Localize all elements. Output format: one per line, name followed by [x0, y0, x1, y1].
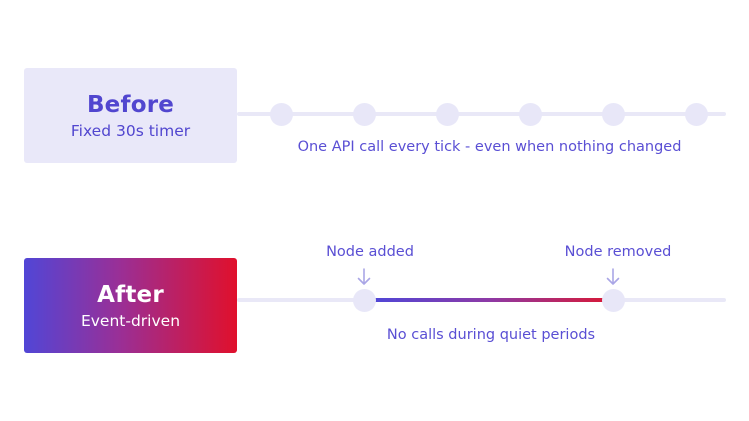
- after-active-segment: [375, 298, 603, 302]
- arrow-down-icon: [606, 268, 620, 285]
- before-title: Before: [86, 91, 175, 118]
- event-node-removed: [601, 288, 625, 312]
- arrow-down-icon: [357, 268, 371, 285]
- event-node-added: [352, 288, 376, 312]
- before-caption: One API call every tick - even when noth…: [297, 139, 682, 155]
- event-label-node-removed: Node removed: [564, 244, 672, 260]
- before-subtitle: Fixed 30s timer: [70, 121, 191, 140]
- before-tick: [269, 102, 293, 126]
- before-tick: [518, 102, 542, 126]
- before-timeline: [237, 112, 726, 116]
- before-tick: [684, 102, 708, 126]
- before-tick: [435, 102, 459, 126]
- after-box: After Event-driven: [24, 258, 237, 353]
- after-subtitle: Event-driven: [80, 311, 181, 330]
- before-box: Before Fixed 30s timer: [24, 68, 237, 163]
- event-label-node-added: Node added: [326, 244, 414, 260]
- before-tick: [601, 102, 625, 126]
- before-tick: [352, 102, 376, 126]
- after-caption: No calls during quiet periods: [386, 327, 596, 343]
- after-title: After: [97, 281, 164, 308]
